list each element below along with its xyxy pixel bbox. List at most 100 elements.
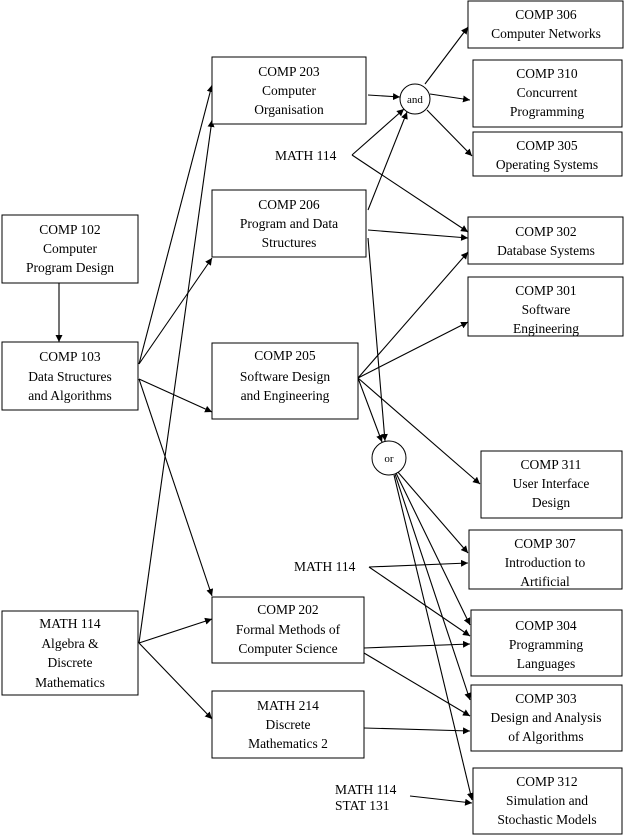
math114-label-middle: MATH 114 (294, 559, 356, 574)
course-title-line: Mathematics 2 (248, 736, 328, 751)
course-code: COMP 302 (515, 224, 576, 239)
arrow-comp103-comp206 (138, 257, 213, 365)
course-title-line: Artificial (520, 574, 570, 589)
arrow-comp205-or (357, 377, 383, 443)
course-code: COMP 203 (258, 64, 320, 79)
arrow-math214-comp303 (363, 727, 471, 735)
course-box-comp304: COMP 304 Programming Languages (470, 609, 623, 677)
course-code: COMP 301 (515, 283, 576, 298)
course-title-line: Simulation and (506, 793, 588, 808)
course-title-line: Programming (509, 637, 583, 652)
arrow-or-comp304 (395, 472, 471, 626)
course-box-comp302: COMP 302 Database Systems (467, 216, 624, 265)
course-title-line: Design (532, 495, 570, 510)
course-title-line: and Engineering (241, 388, 330, 403)
course-box-comp311: COMP 311 User Interface Design (480, 450, 623, 519)
course-title-line: Programming (510, 104, 584, 119)
course-title-line: Computer (262, 83, 316, 98)
arrow-comp103-comp203 (138, 84, 214, 365)
arrow-math114c-comp312 (409, 795, 473, 806)
course-code: COMP 205 (254, 348, 316, 363)
course-title-line: Structures (262, 235, 317, 250)
course-code: MATH 114 (39, 616, 101, 631)
course-code: COMP 103 (39, 349, 101, 364)
course-title-line: Engineering (513, 321, 579, 336)
course-title-line: Program and Data (240, 216, 338, 231)
arrow-comp206-or (367, 237, 388, 442)
course-box-comp306: COMP 306 Computer Networks (467, 0, 624, 49)
arrow-comp205-comp301 (357, 321, 469, 379)
arrow-and-comp310 (429, 93, 471, 103)
course-box-comp310: COMP 310 Concurrent Programming (472, 59, 623, 128)
course-title-line: Operating Systems (496, 157, 598, 172)
course-title-line: Data Structures (28, 369, 112, 384)
course-box-math214: MATH 214 Discrete Mathematics 2 (211, 690, 365, 759)
course-title-line: Computer Science (238, 641, 337, 656)
course-title-line: Languages (517, 656, 575, 671)
course-box-comp312: COMP 312 Simulation and Stochastic Model… (472, 767, 623, 835)
course-title-line: Design and Analysis (491, 710, 602, 725)
course-box-comp305: COMP 305 Operating Systems (472, 131, 623, 177)
course-code: COMP 303 (515, 691, 577, 706)
course-title-line: Stochastic Models (497, 812, 596, 827)
course-box-comp301: COMP 301 Software Engineering (467, 276, 624, 337)
course-code: COMP 206 (258, 197, 320, 212)
stat131-label: STAT 131 (335, 798, 390, 813)
course-code: COMP 312 (516, 774, 577, 789)
course-code: COMP 304 (515, 618, 577, 633)
arrow-comp203-and (367, 93, 401, 101)
course-title-line: Discrete (48, 655, 93, 670)
course-title-line: Computer (43, 241, 97, 256)
course-title-line: Formal Methods of (236, 622, 341, 637)
course-title-line: and Algorithms (28, 388, 112, 403)
course-title-line: Program Design (26, 260, 114, 275)
course-box-comp206: COMP 206 Program and Data Structures (211, 189, 367, 258)
course-title-line: Organisation (254, 102, 324, 117)
and-junction: and (399, 83, 431, 115)
course-code: COMP 306 (515, 7, 577, 22)
arrow-math114-math214 (138, 642, 213, 720)
arrow-comp202-comp304 (363, 640, 471, 649)
or-label: or (384, 453, 394, 465)
course-title-line: Introduction to (505, 555, 586, 570)
arrow-comp205-comp302 (357, 251, 469, 379)
arrow-or-comp303 (394, 473, 472, 701)
prerequisite-arrows (55, 26, 481, 806)
course-title-line: Computer Networks (491, 26, 601, 41)
course-code: MATH 214 (257, 698, 319, 713)
course-title-line: Database Systems (497, 243, 595, 258)
arrow-or-comp307 (396, 470, 469, 554)
course-title-line: Concurrent (517, 85, 578, 100)
course-title-line: User Interface (513, 476, 590, 491)
course-code: COMP 202 (257, 602, 318, 617)
course-title-line: Algebra & (41, 636, 99, 651)
course-code: COMP 311 (521, 457, 582, 472)
course-box-math114: MATH 114 Algebra & Discrete Mathematics (1, 610, 139, 696)
course-code: COMP 102 (39, 222, 100, 237)
arrow-math114a-comp302 (351, 154, 469, 233)
course-code: COMP 310 (516, 66, 578, 81)
math114-label-upper: MATH 114 (275, 148, 337, 163)
arrow-math114-comp202 (138, 617, 213, 644)
course-code: COMP 305 (516, 138, 578, 153)
arrow-comp202-comp303 (363, 652, 471, 717)
course-box-comp102: COMP 102 Computer Program Design (1, 214, 139, 284)
course-box-comp103: COMP 103 Data Structures and Algorithms (1, 341, 139, 411)
arrow-math114-comp203 (138, 119, 215, 644)
arrow-comp206-comp302 (367, 229, 469, 241)
course-box-comp202: COMP 202 Formal Methods of Computer Scie… (211, 596, 365, 664)
arrow-math114b-comp307 (368, 559, 469, 568)
course-title-line: Software (522, 302, 571, 317)
arrow-or-comp312 (393, 474, 474, 801)
arrow-comp103-comp205 (138, 378, 213, 413)
arrow-comp206-and (367, 111, 408, 211)
arrow-math114a-and (351, 108, 405, 156)
course-box-comp303: COMP 303 Design and Analysis of Algorith… (470, 684, 623, 752)
course-box-comp205: COMP 205 Software Design and Engineering (211, 342, 359, 420)
course-box-comp203: COMP 203 Computer Organisation (211, 56, 367, 125)
course-title-line: of Algorithms (508, 729, 583, 744)
course-title-line: Discrete (266, 717, 311, 732)
course-title-line: Mathematics (35, 675, 105, 690)
arrow-and-comp305 (426, 109, 473, 157)
